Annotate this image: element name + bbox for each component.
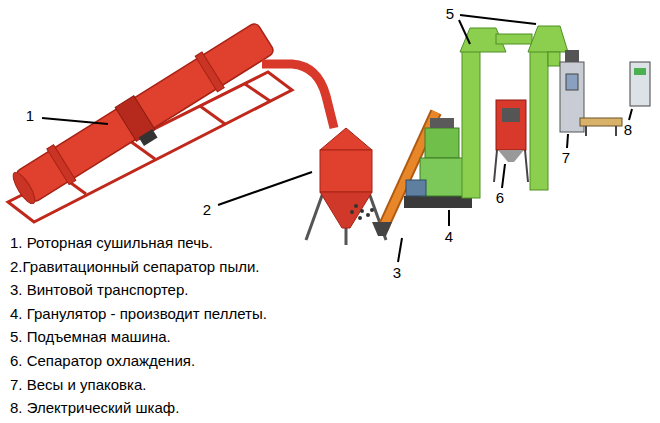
parts-list-item: 1. Роторная сушильная печь. xyxy=(10,234,213,252)
parts-list-item: 5. Подъемная машина. xyxy=(10,328,171,346)
callout-number: 7 xyxy=(562,149,570,167)
dryer-pipe xyxy=(262,64,334,128)
parts-list-item: 4. Гранулятор - производит пеллеты. xyxy=(10,305,267,323)
parts-list-item: 6. Сепаратор охлаждения. xyxy=(10,352,195,370)
callout-number: 4 xyxy=(445,228,453,246)
parts-list-item: 3. Винтовой транспортер. xyxy=(10,281,188,299)
callout-number: 8 xyxy=(624,121,632,139)
rotary-dryer xyxy=(8,19,281,215)
bucket-elevator xyxy=(460,28,532,198)
parts-list-item: 2.Гравитационный сепаратор пыли. xyxy=(10,258,260,276)
callout-number: 3 xyxy=(393,264,401,282)
leader-lines xyxy=(42,15,632,262)
callout-number: 6 xyxy=(496,189,504,207)
parts-list-item: 7. Весы и упаковка. xyxy=(10,376,146,394)
electric-cabinet xyxy=(630,62,650,106)
cooling-separator xyxy=(494,100,528,182)
callout-number: 2 xyxy=(203,201,211,219)
dust-separator xyxy=(306,128,386,245)
weighing-packing xyxy=(560,50,622,136)
callout-number: 1 xyxy=(26,107,34,125)
parts-list-item: 8. Электрический шкаф. xyxy=(10,399,179,417)
callout-number: 5 xyxy=(446,5,454,23)
